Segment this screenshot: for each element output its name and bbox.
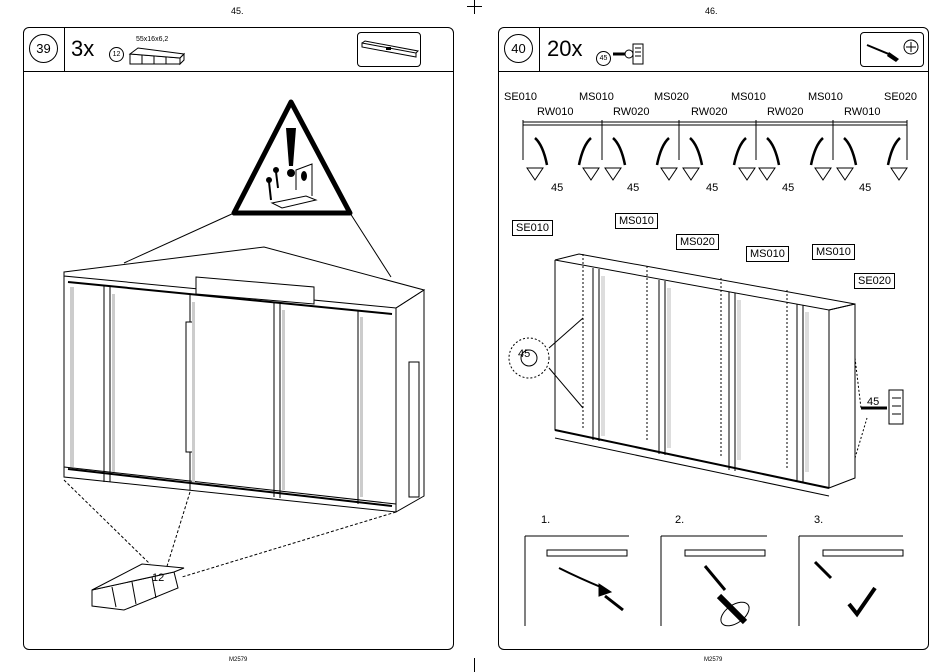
label-ms010-top-b: MS010 bbox=[731, 91, 766, 103]
page-number-left: 45. bbox=[231, 6, 244, 16]
screw-ref-2: 45 bbox=[627, 182, 639, 194]
page-number-right: 46. bbox=[705, 6, 718, 16]
shim-callout-icon bbox=[92, 564, 184, 610]
spirit-level-icon bbox=[362, 41, 418, 59]
sub-step-2-label: 2. bbox=[675, 514, 684, 526]
label-se010-top: SE010 bbox=[504, 91, 537, 103]
tool-box bbox=[357, 32, 421, 67]
cabinet-label-se010: SE010 bbox=[512, 220, 553, 236]
right-page-frame: 40 20x 45 SE010 MS010 MS020 MS010 MS010 … bbox=[498, 27, 929, 650]
wardrobe-leveling-illustration bbox=[24, 72, 453, 649]
left-page-frame: 39 3x 12 55x16x6,2 bbox=[23, 27, 454, 650]
label-rw020-a: RW020 bbox=[613, 106, 649, 118]
left-screw-ref: 45 bbox=[518, 348, 530, 360]
cabinet-label-se020: SE020 bbox=[854, 273, 895, 289]
screwdriver-icon bbox=[865, 37, 921, 63]
screw-ref-1: 45 bbox=[551, 182, 563, 194]
cabinet-illustration bbox=[499, 208, 928, 508]
sub-step-3-label: 3. bbox=[814, 514, 823, 526]
header-divider bbox=[64, 28, 65, 71]
crop-mark-bottom bbox=[474, 658, 475, 672]
label-ms010-top-c: MS010 bbox=[808, 91, 843, 103]
warning-triangle-icon bbox=[234, 102, 350, 213]
label-rw020-c: RW020 bbox=[767, 106, 803, 118]
sub-steps-illustration bbox=[499, 526, 928, 646]
wedge-shim-icon bbox=[128, 44, 188, 66]
screw-ref-4: 45 bbox=[782, 182, 794, 194]
screw-bracket-icon bbox=[611, 42, 645, 66]
part-ref-badge: 12 bbox=[109, 47, 124, 62]
step-number: 39 bbox=[29, 34, 58, 63]
shim-callout-label: 12 bbox=[152, 572, 164, 584]
label-ms010-top: MS010 bbox=[579, 91, 614, 103]
quantity: 20x bbox=[547, 36, 582, 62]
screw-ref-5: 45 bbox=[859, 182, 871, 194]
label-ms020-top: MS020 bbox=[654, 91, 689, 103]
part-size: 55x16x6,2 bbox=[136, 36, 168, 43]
footer-code-right: M2579 bbox=[704, 657, 722, 663]
left-page-header: 39 3x 12 55x16x6,2 bbox=[24, 28, 453, 72]
part-ref-badge: 45 bbox=[596, 51, 611, 66]
quantity: 3x bbox=[71, 36, 94, 62]
cabinet-label-ms010-a: MS010 bbox=[615, 213, 658, 229]
label-rw020-b: RW020 bbox=[691, 106, 727, 118]
header-divider bbox=[539, 28, 540, 71]
cabinet-label-ms020: MS020 bbox=[676, 234, 719, 250]
sub-step-1-label: 1. bbox=[541, 514, 550, 526]
crop-mark-top bbox=[474, 0, 475, 14]
crop-mark-top-h bbox=[467, 6, 482, 7]
cabinet-label-ms010-b: MS010 bbox=[746, 246, 789, 262]
label-rw010-a: RW010 bbox=[537, 106, 573, 118]
tool-box bbox=[860, 32, 924, 67]
footer-code-left: M2579 bbox=[229, 657, 247, 663]
right-page-header: 40 20x 45 bbox=[499, 28, 928, 72]
screw-ref-3: 45 bbox=[706, 182, 718, 194]
label-se020-top: SE020 bbox=[884, 91, 917, 103]
right-screw-ref: 45 bbox=[867, 396, 879, 408]
label-rw010-b: RW010 bbox=[844, 106, 880, 118]
step-number: 40 bbox=[504, 34, 533, 63]
cabinet-label-ms010-c: MS010 bbox=[812, 244, 855, 260]
